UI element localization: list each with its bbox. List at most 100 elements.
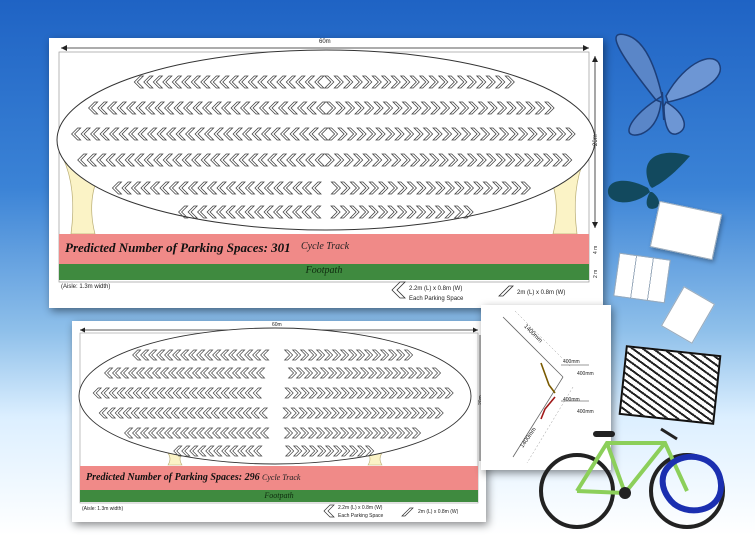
top-track-dim: 4 m bbox=[593, 245, 599, 254]
parking-stall bbox=[124, 153, 136, 167]
parking-stall bbox=[228, 75, 240, 89]
parking-stall bbox=[470, 127, 481, 141]
parking-stall bbox=[104, 367, 114, 379]
parking-stall bbox=[154, 101, 166, 115]
parking-stall bbox=[253, 445, 263, 457]
parking-stall bbox=[223, 127, 234, 141]
parking-stall bbox=[432, 127, 443, 141]
parking-stall bbox=[212, 427, 222, 439]
parking-stall bbox=[565, 127, 576, 141]
parking-stall bbox=[401, 101, 413, 115]
parking-stall bbox=[354, 407, 364, 419]
parking-stall bbox=[156, 127, 168, 141]
parking-stall bbox=[226, 407, 237, 419]
parking-stall bbox=[153, 153, 164, 167]
parking-stall bbox=[324, 445, 335, 457]
parking-stall bbox=[162, 407, 173, 419]
parking-stall bbox=[212, 387, 223, 399]
parking-stall bbox=[99, 127, 111, 141]
top-path-dim: 2 m bbox=[593, 269, 599, 278]
parking-stall bbox=[216, 181, 227, 195]
parking-stall bbox=[224, 367, 234, 379]
parking-stall bbox=[176, 367, 186, 379]
parking-stall bbox=[126, 101, 137, 115]
parking-stall bbox=[244, 349, 254, 361]
parking-stall bbox=[249, 101, 261, 115]
parking-stall bbox=[204, 349, 214, 361]
parking-stall bbox=[496, 101, 508, 115]
parking-stall bbox=[228, 387, 239, 399]
parking-stall bbox=[436, 387, 446, 399]
parking-stall bbox=[292, 445, 303, 457]
parking-stall bbox=[300, 445, 311, 457]
parking-stall bbox=[441, 127, 453, 141]
parking-stall bbox=[372, 387, 382, 399]
parking-stall bbox=[278, 101, 289, 115]
parking-stall bbox=[96, 153, 107, 167]
parking-stall bbox=[426, 407, 436, 419]
paver-pattern bbox=[618, 345, 722, 425]
parking-stall bbox=[266, 75, 278, 89]
parking-stall bbox=[363, 101, 375, 115]
parking-stall bbox=[307, 349, 318, 361]
parking-stall bbox=[525, 101, 536, 115]
parking-stall bbox=[257, 153, 269, 167]
parking-stall bbox=[220, 387, 231, 399]
parking-stall bbox=[392, 101, 403, 115]
parking-stall bbox=[533, 153, 544, 167]
parking-stall bbox=[172, 153, 183, 167]
parking-stall bbox=[200, 153, 212, 167]
parking-stall bbox=[236, 387, 247, 399]
parking-stall bbox=[403, 349, 414, 361]
parking-stall bbox=[202, 407, 213, 419]
parking-stall bbox=[134, 153, 145, 167]
parking-stall bbox=[145, 101, 156, 115]
parking-stall bbox=[476, 153, 487, 167]
parking-stall bbox=[295, 75, 306, 89]
parking-stall bbox=[168, 367, 178, 379]
parking-stall bbox=[501, 181, 513, 195]
parking-stall bbox=[318, 127, 329, 141]
top-footpath-label: Footpath bbox=[305, 265, 343, 276]
parking-stall bbox=[236, 349, 246, 361]
parking-stall bbox=[220, 427, 230, 439]
parking-stall bbox=[173, 101, 185, 115]
parking-stall bbox=[109, 127, 120, 141]
parking-stall bbox=[143, 75, 154, 89]
parking-stall bbox=[114, 407, 125, 419]
parking-stall bbox=[396, 387, 406, 399]
parking-stall bbox=[228, 427, 238, 439]
bottom-aisle-note: (Aisle: 1.3m width) bbox=[82, 506, 124, 512]
parking-stall bbox=[308, 387, 318, 399]
parking-stall bbox=[444, 387, 454, 399]
parking-stall bbox=[339, 205, 351, 219]
parking-stall bbox=[160, 367, 170, 379]
parking-stall bbox=[181, 445, 191, 457]
parking-stall bbox=[358, 181, 370, 195]
parking-stall bbox=[325, 101, 337, 115]
parking-stall bbox=[364, 445, 375, 457]
parking-stall bbox=[370, 407, 380, 419]
parking-stall bbox=[468, 101, 479, 115]
parking-stall bbox=[287, 367, 298, 379]
parking-stall bbox=[256, 367, 266, 379]
parking-stall bbox=[252, 427, 262, 439]
parking-stall bbox=[447, 153, 459, 167]
parking-stall bbox=[116, 387, 127, 399]
parking-stall bbox=[510, 181, 522, 195]
parking-stall bbox=[98, 407, 109, 419]
parking-stall bbox=[352, 153, 364, 167]
parking-stall bbox=[536, 127, 548, 141]
parking-stall bbox=[338, 407, 348, 419]
parking-stall bbox=[339, 427, 350, 439]
parking-stall bbox=[263, 205, 275, 219]
parking-stall bbox=[301, 205, 313, 219]
parking-stall bbox=[200, 75, 211, 89]
parking-stall bbox=[485, 153, 497, 167]
parking-stall bbox=[375, 127, 386, 141]
parking-stall bbox=[299, 427, 310, 439]
parking-stall bbox=[144, 367, 154, 379]
parking-stall bbox=[242, 407, 253, 419]
parking-stall bbox=[379, 427, 390, 439]
parking-stall bbox=[403, 427, 414, 439]
